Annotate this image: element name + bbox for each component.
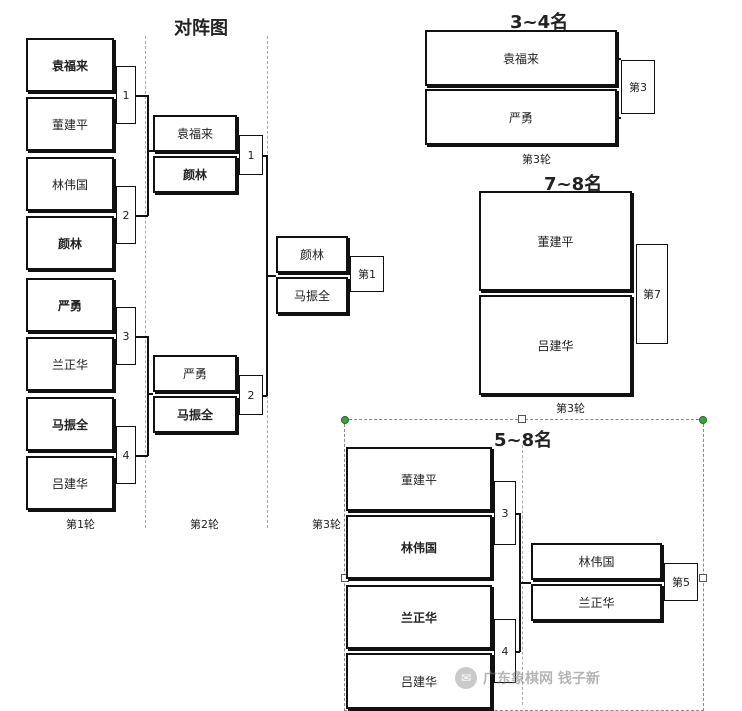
b58-final-tag: 第5 <box>664 563 698 601</box>
bracket-5-8-title: 5~8名 <box>494 430 553 451</box>
round-divider <box>267 36 268 528</box>
watermark: ✉ 广东象棋网 钱子新 <box>455 664 675 692</box>
connector-line <box>266 275 276 277</box>
bracket-title: 对阵图 <box>174 18 228 39</box>
b78-player-box: 董建平 <box>479 191 632 291</box>
r1-player-box: 林伟国 <box>26 157 114 211</box>
connector-line <box>263 155 267 157</box>
r2-player-box: 马振全 <box>153 396 237 433</box>
round-label: 第3轮 <box>522 153 551 166</box>
round-label: 第2轮 <box>190 518 219 531</box>
connector-line <box>136 215 148 217</box>
connector-line <box>147 393 153 395</box>
round-divider <box>145 36 146 528</box>
bracket-7-8-title: 7~8名 <box>544 174 603 195</box>
connector-line <box>136 95 148 97</box>
connector-line <box>136 336 148 338</box>
b78-match-tag: 第7 <box>636 244 668 344</box>
wechat-icon: ✉ <box>455 667 477 689</box>
connector-line <box>617 117 621 119</box>
b34-match-tag: 第3 <box>621 60 655 114</box>
r1-player-box: 吕建华 <box>26 456 114 510</box>
b58-match-tag: 4 <box>494 619 516 683</box>
b58-winner-box: 兰正华 <box>531 584 662 621</box>
r2-player-box: 颜林 <box>153 156 237 193</box>
connector-line <box>147 150 153 152</box>
b58-player-box: 吕建华 <box>346 653 492 709</box>
round-divider <box>522 445 523 705</box>
connector-line <box>147 336 149 456</box>
selection-handle[interactable] <box>341 416 349 424</box>
selection-handle[interactable] <box>518 415 526 423</box>
b78-player-box: 吕建华 <box>479 295 632 395</box>
selection-handle[interactable] <box>699 416 707 424</box>
b58-player-box: 兰正华 <box>346 585 492 649</box>
r2-match-tag: 1 <box>239 135 263 175</box>
connector-line <box>519 582 531 584</box>
b58-match-tag: 3 <box>494 481 516 545</box>
b58-player-box: 董建平 <box>346 447 492 511</box>
r1-player-box: 袁福来 <box>26 38 114 92</box>
r1-player-box: 严勇 <box>26 278 114 332</box>
connector-line <box>136 455 148 457</box>
r1-player-box: 兰正华 <box>26 337 114 391</box>
final-match-tag: 第1 <box>350 256 384 292</box>
watermark-text: 广东象棋网 钱子新 <box>483 671 600 687</box>
final-player-box: 马振全 <box>276 277 348 314</box>
b34-player-box: 袁福来 <box>425 30 617 86</box>
r2-match-tag: 2 <box>239 375 263 415</box>
r2-player-box: 严勇 <box>153 355 237 392</box>
b34-player-box: 严勇 <box>425 89 617 145</box>
r2-player-box: 袁福来 <box>153 115 237 152</box>
r1-match-tag: 4 <box>116 426 136 484</box>
b58-player-box: 林伟国 <box>346 515 492 579</box>
r1-player-box: 颜林 <box>26 216 114 270</box>
r1-player-box: 董建平 <box>26 97 114 151</box>
r1-match-tag: 1 <box>116 66 136 124</box>
b58-winner-box: 林伟国 <box>531 543 662 580</box>
bracket-3-4-title: 3~4名 <box>510 12 569 33</box>
connector-line <box>516 513 520 515</box>
r1-match-tag: 2 <box>116 186 136 244</box>
selection-handle[interactable] <box>699 574 707 582</box>
connector-line <box>263 395 267 397</box>
final-player-box: 颜林 <box>276 236 348 273</box>
connector-line <box>516 651 520 653</box>
r1-player-box: 马振全 <box>26 397 114 451</box>
round-label: 第3轮 <box>312 518 341 531</box>
connector-line <box>617 58 621 60</box>
connector-line <box>147 95 149 216</box>
round-label: 第3轮 <box>556 402 585 415</box>
r1-match-tag: 3 <box>116 307 136 365</box>
round-label: 第1轮 <box>66 518 95 531</box>
